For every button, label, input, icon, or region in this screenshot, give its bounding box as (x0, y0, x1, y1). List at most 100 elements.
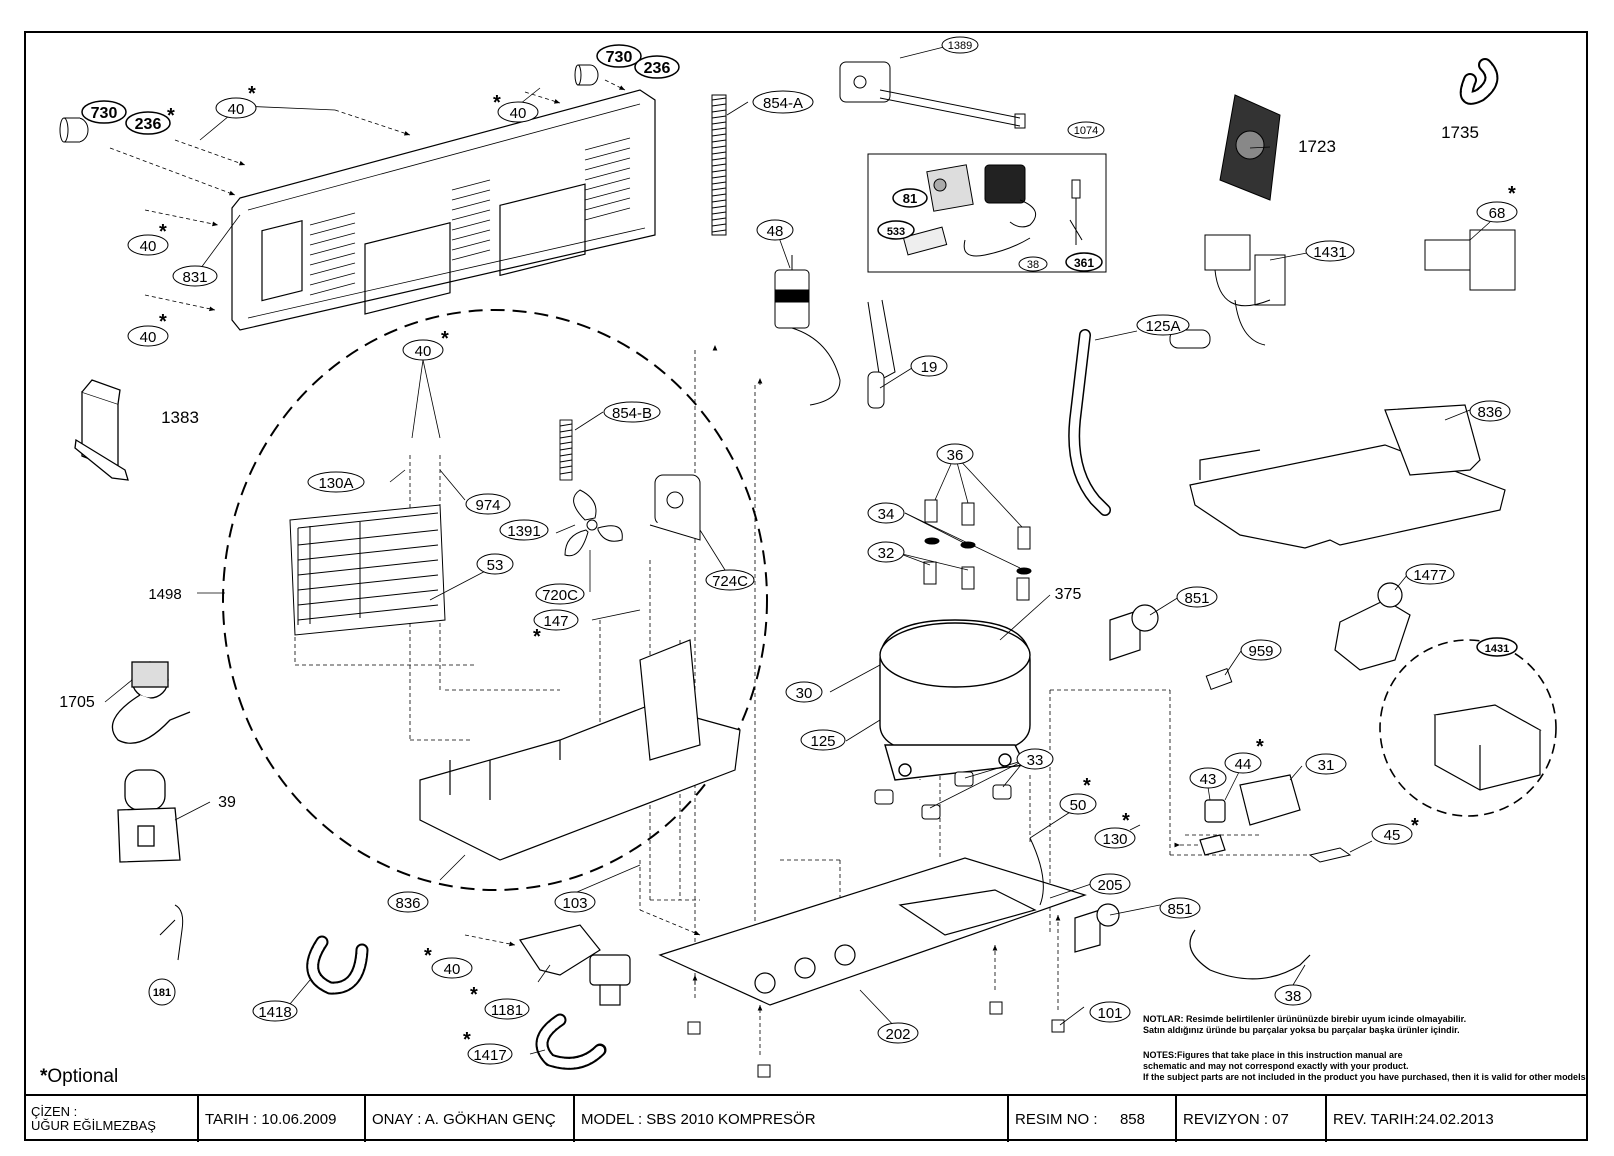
label-40a: 40 (228, 101, 245, 118)
svg-text:*: * (1083, 775, 1091, 797)
svg-text:*: * (463, 1029, 471, 1051)
label-1383: 1383 (161, 408, 199, 427)
svg-text:*: * (159, 311, 167, 333)
screws-101 (687, 1001, 1065, 1078)
balloon-44: 44 (1224, 752, 1262, 774)
svg-text:*: * (533, 626, 541, 648)
balloon-202: 202 (877, 1022, 919, 1044)
balloon-236a: 236 (125, 111, 171, 135)
optional-star: * (40, 1066, 48, 1087)
cable-38-small (963, 237, 1031, 257)
wire-181 (159, 904, 184, 961)
part-959 (1205, 668, 1233, 690)
balloon-125: 125 (800, 729, 846, 751)
cable-38 (1189, 929, 1311, 980)
balloon-205: 205 (1089, 873, 1131, 895)
label-68: 68 (1489, 205, 1506, 222)
balloon-40a: 40 (215, 97, 257, 119)
label-851a: 851 (1184, 590, 1209, 607)
label-38: 38 (1285, 988, 1302, 1005)
holder-39 (117, 769, 181, 863)
balloon-53: 53 (476, 553, 514, 575)
drawing-frame (24, 31, 1588, 1141)
hose-1418-inner (308, 937, 367, 993)
balloon-103: 103 (554, 891, 596, 913)
optional-text: Optional (47, 1066, 119, 1087)
label-1389: 1389 (948, 40, 972, 52)
capacitor-48 (774, 255, 841, 406)
label-125: 125 (810, 733, 835, 750)
display-533 (902, 226, 948, 256)
part-1477 (1334, 582, 1411, 671)
optional-asterisks: * * * * * * * * * * * * * * * (159, 83, 1516, 1051)
valve-851-bottom (1074, 903, 1120, 953)
balloon-32: 32 (867, 541, 905, 563)
label-1705: 1705 (59, 694, 95, 711)
valve-assembly-1431 (1169, 234, 1286, 349)
balloon-851b: 851 (1159, 897, 1201, 919)
label-1431b: 1431 (1485, 643, 1509, 655)
label-1498: 1498 (148, 586, 181, 603)
label-101: 101 (1097, 1005, 1122, 1022)
balloon-36: 36 (936, 443, 974, 465)
balloon-45: 45 (1371, 823, 1413, 845)
label-181: 181 (153, 987, 171, 999)
label-48: 48 (767, 223, 784, 240)
balloon-854b: 854-B (603, 401, 661, 423)
label-1431a: 1431 (1313, 244, 1346, 261)
label-1074: 1074 (1074, 125, 1098, 137)
motor-1705 (111, 661, 191, 744)
notes-tr-title: NOTLAR: (1143, 1014, 1184, 1024)
svg-text:*: * (493, 92, 501, 114)
parts-43-44-31 (1199, 774, 1301, 856)
svg-text:*: * (248, 83, 256, 105)
balloon-836a: 836 (1469, 400, 1511, 422)
notes-tr-line1: Resimde belirtilenler ürününüzde birebir… (1186, 1014, 1467, 1024)
label-1417: 1417 (473, 1047, 506, 1064)
label-81: 81 (903, 191, 917, 206)
label-147: 147 (543, 613, 568, 630)
pcb-81 (926, 164, 974, 212)
label-40f: 40 (444, 961, 461, 978)
balloon-38-small: 38 (1018, 256, 1048, 272)
label-236b: 236 (644, 60, 671, 77)
balloon-831: 831 (172, 265, 218, 287)
label-205: 205 (1097, 877, 1122, 894)
wire-50 (1029, 837, 1044, 906)
balloon-130: 130 (1094, 827, 1136, 849)
balloon-730b: 730 (596, 44, 642, 68)
label-854b: 854-B (612, 405, 652, 422)
balloon-854a: 854-A (752, 90, 814, 114)
balloon-959: 959 (1240, 639, 1282, 661)
balloon-1431b: 1431 (1476, 637, 1518, 657)
balloon-836b: 836 (387, 891, 429, 913)
svg-text:*: * (424, 945, 432, 967)
balloon-724c: 724C (705, 569, 755, 591)
sensor-19 (867, 299, 896, 409)
title-block: ÇİZEN : UĞUR EĞİLMEZBAŞ TARIH : 10.06.20… (25, 1094, 1587, 1142)
svg-text:*: * (441, 328, 449, 350)
label-125a: 125A (1145, 318, 1180, 335)
svg-text:*: * (159, 221, 167, 243)
balloon-31: 31 (1305, 753, 1347, 775)
balloon-68: 68 (1476, 201, 1518, 223)
balloon-48: 48 (756, 219, 794, 241)
svg-text:*: * (1508, 183, 1516, 205)
balloon-730a: 730 (81, 100, 127, 124)
label-19: 19 (921, 359, 938, 376)
svg-text:*: * (167, 105, 175, 127)
balloon-181: 181 (148, 978, 176, 1006)
fan-motor-724c (649, 474, 701, 541)
balloon-30: 30 (785, 681, 823, 703)
evaporator-coil-53 (289, 504, 446, 636)
balloon-40f: 40 (431, 957, 473, 979)
balloon-720c: 720C (535, 583, 585, 605)
tb-model: MODEL : SBS 2010 KOMPRESÖR (575, 1096, 1009, 1142)
label-1181: 1181 (491, 1002, 523, 1019)
balloon-533: 533 (877, 220, 915, 240)
tb-resim-no: 858 (1119, 1110, 1145, 1128)
grommets-33 (874, 771, 1012, 820)
part-1383 (74, 379, 129, 481)
balloon-33: 33 (1016, 748, 1054, 770)
tb-cizen-name: UĞUR EĞİLMEZBAŞ (31, 1118, 156, 1133)
